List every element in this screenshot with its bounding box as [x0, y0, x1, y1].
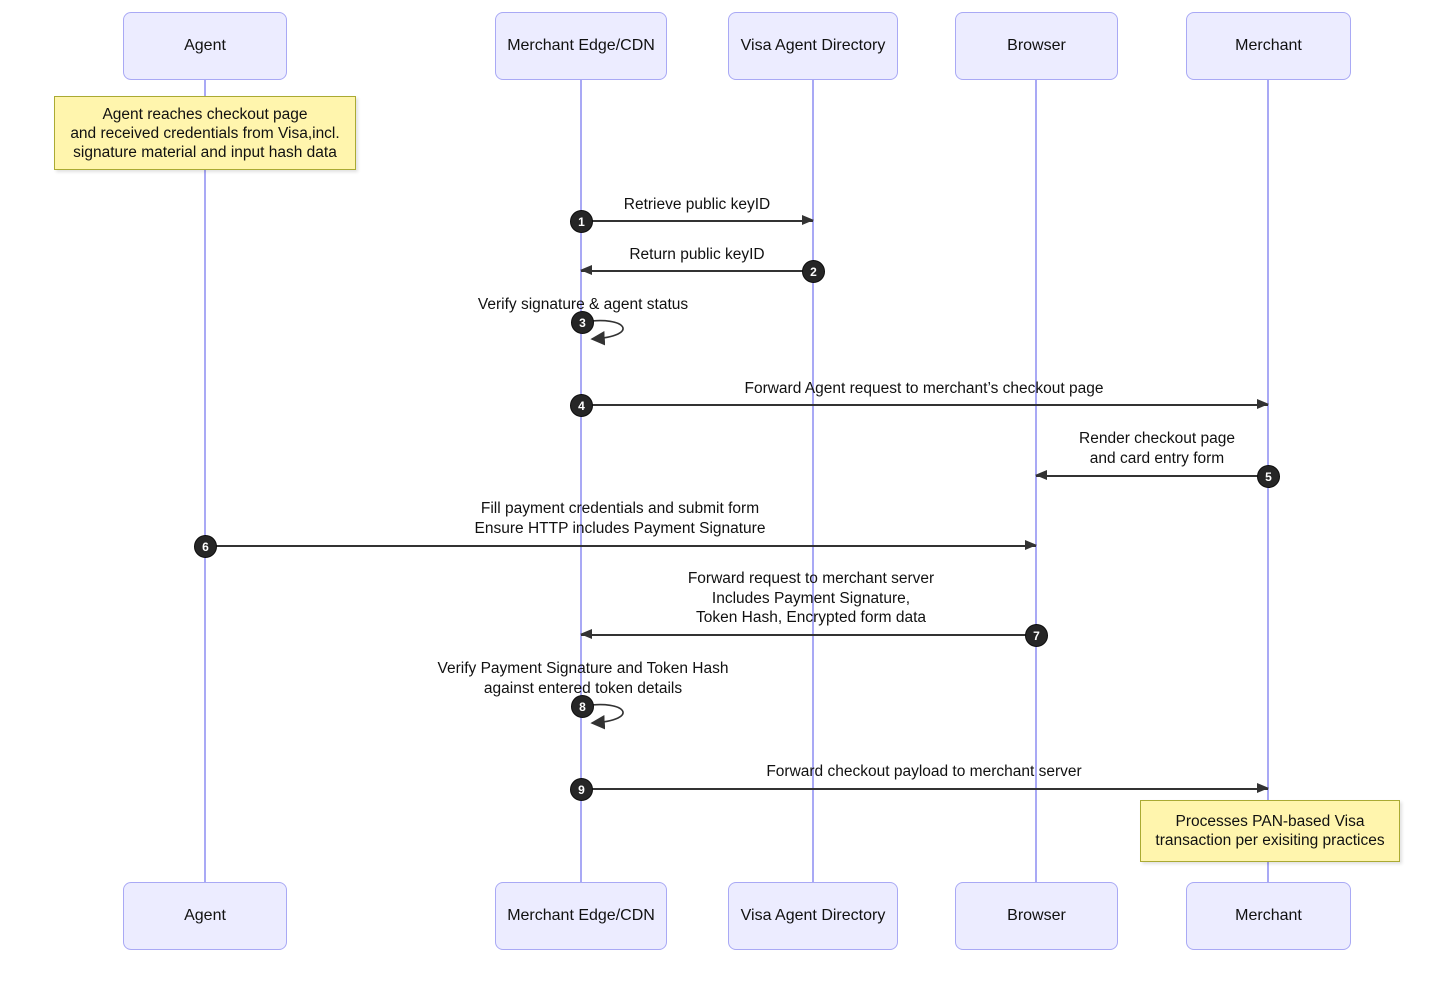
actor-label: Visa Agent Directory: [740, 907, 886, 924]
message-7-number: 7: [1025, 624, 1048, 647]
actor-label: Browser: [1007, 37, 1066, 54]
message-7-arrow: [580, 630, 1036, 639]
lifeline-merchant-edge-cdn: [580, 80, 582, 882]
actor-box-top-browser: Browser: [955, 12, 1118, 80]
actor-label: Agent: [184, 907, 226, 924]
message-1-arrow: [581, 216, 814, 225]
message-3-number: 3: [571, 311, 594, 334]
note-merchant-processing: Processes PAN-based Visa transaction per…: [1140, 800, 1400, 862]
actor-label: Merchant: [1235, 907, 1302, 924]
actor-label: Merchant Edge/CDN: [507, 907, 655, 924]
message-4-label: Forward Agent request to merchant’s chec…: [744, 380, 1104, 397]
actor-box-bottom-merchant: Merchant: [1186, 882, 1351, 950]
message-3-label: Verify signature & agent status: [477, 296, 689, 313]
actor-label: Merchant: [1235, 37, 1302, 54]
message-8-number: 8: [571, 695, 594, 718]
actor-box-bottom-merchant-edge-cdn: Merchant Edge/CDN: [495, 882, 667, 950]
actor-box-top-merchant: Merchant: [1186, 12, 1351, 80]
message-2-arrow: [580, 266, 813, 275]
message-9-arrow: [581, 784, 1269, 793]
lifeline-visa-agent-directory: [812, 80, 814, 882]
actor-box-bottom-visa-agent-directory: Visa Agent Directory: [728, 882, 898, 950]
message-6-label: Fill payment credentials and submit form…: [474, 500, 766, 537]
message-8-label: Verify Payment Signature and Token Hash …: [437, 660, 729, 697]
message-5-label: Render checkout page and card entry form: [1079, 430, 1235, 467]
actor-box-top-visa-agent-directory: Visa Agent Directory: [728, 12, 898, 80]
actor-box-bottom-agent: Agent: [123, 882, 287, 950]
message-6-number: 6: [194, 535, 217, 558]
actor-label: Visa Agent Directory: [740, 37, 886, 54]
message-9-label: Forward checkout payload to merchant ser…: [766, 763, 1082, 780]
lifeline-browser: [1035, 80, 1037, 882]
lifeline-agent: [204, 80, 206, 882]
message-5-number: 5: [1257, 465, 1280, 488]
message-1-label: Retrieve public keyID: [623, 196, 771, 213]
message-2-label: Return public keyID: [629, 246, 765, 263]
actor-box-bottom-browser: Browser: [955, 882, 1118, 950]
actor-label: Merchant Edge/CDN: [507, 37, 655, 54]
message-4-arrow: [581, 400, 1269, 409]
message-9-number: 9: [570, 778, 593, 801]
message-8-self-loop-arrow: [583, 703, 624, 730]
actor-label: Browser: [1007, 907, 1066, 924]
message-2-number: 2: [802, 260, 825, 283]
message-4-number: 4: [570, 394, 593, 417]
message-6-arrow: [205, 541, 1037, 550]
message-7-label: Forward request to merchant server Inclu…: [687, 570, 935, 626]
message-3-self-loop-arrow: [583, 319, 624, 346]
actor-label: Agent: [184, 37, 226, 54]
message-1-number: 1: [570, 210, 593, 233]
actor-box-top-agent: Agent: [123, 12, 287, 80]
actor-box-top-merchant-edge-cdn: Merchant Edge/CDN: [495, 12, 667, 80]
message-5-arrow: [1035, 471, 1268, 480]
note-agent-credentials: Agent reaches checkout page and received…: [54, 96, 356, 170]
